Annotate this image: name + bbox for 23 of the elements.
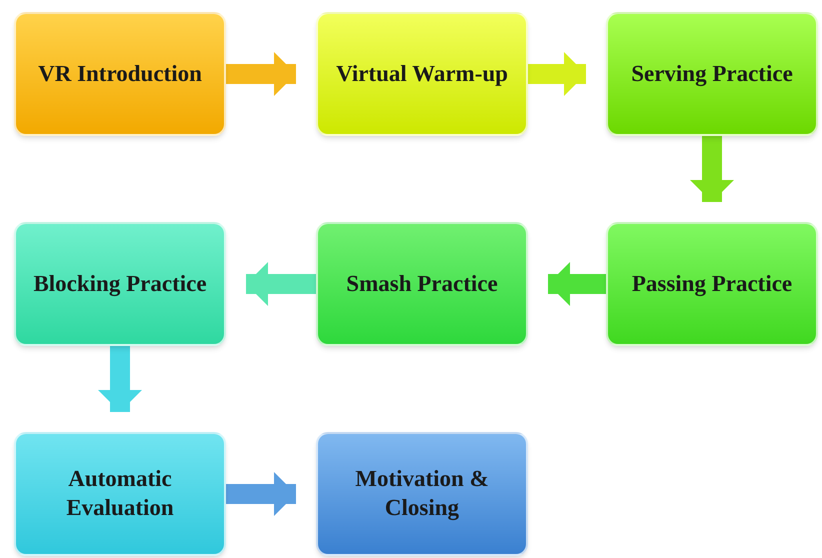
step-label: Automatic Evaluation (65, 465, 175, 522)
block-arrow (528, 52, 586, 96)
block-arrow (98, 346, 142, 412)
step-label: Serving Practice (631, 60, 793, 88)
process-box (316, 432, 528, 556)
process-box (14, 222, 226, 346)
step-label: Virtual Warm-up (336, 60, 508, 88)
block-arrow (226, 472, 296, 516)
step-label: Smash Practice (346, 270, 498, 298)
block-arrow (690, 136, 734, 202)
process-box (14, 432, 226, 556)
process-box (606, 12, 818, 136)
process-box (14, 12, 226, 136)
block-arrow (226, 52, 296, 96)
process-box (606, 222, 818, 346)
process-box (316, 222, 528, 346)
step-label: Passing Practice (632, 270, 792, 298)
step-label: Blocking Practice (33, 270, 207, 298)
step-label: VR Introduction (38, 60, 202, 88)
step-label: Motivation & Closing (354, 465, 490, 522)
block-arrow (548, 262, 606, 306)
block-arrow (246, 262, 316, 306)
process-box (316, 12, 528, 136)
